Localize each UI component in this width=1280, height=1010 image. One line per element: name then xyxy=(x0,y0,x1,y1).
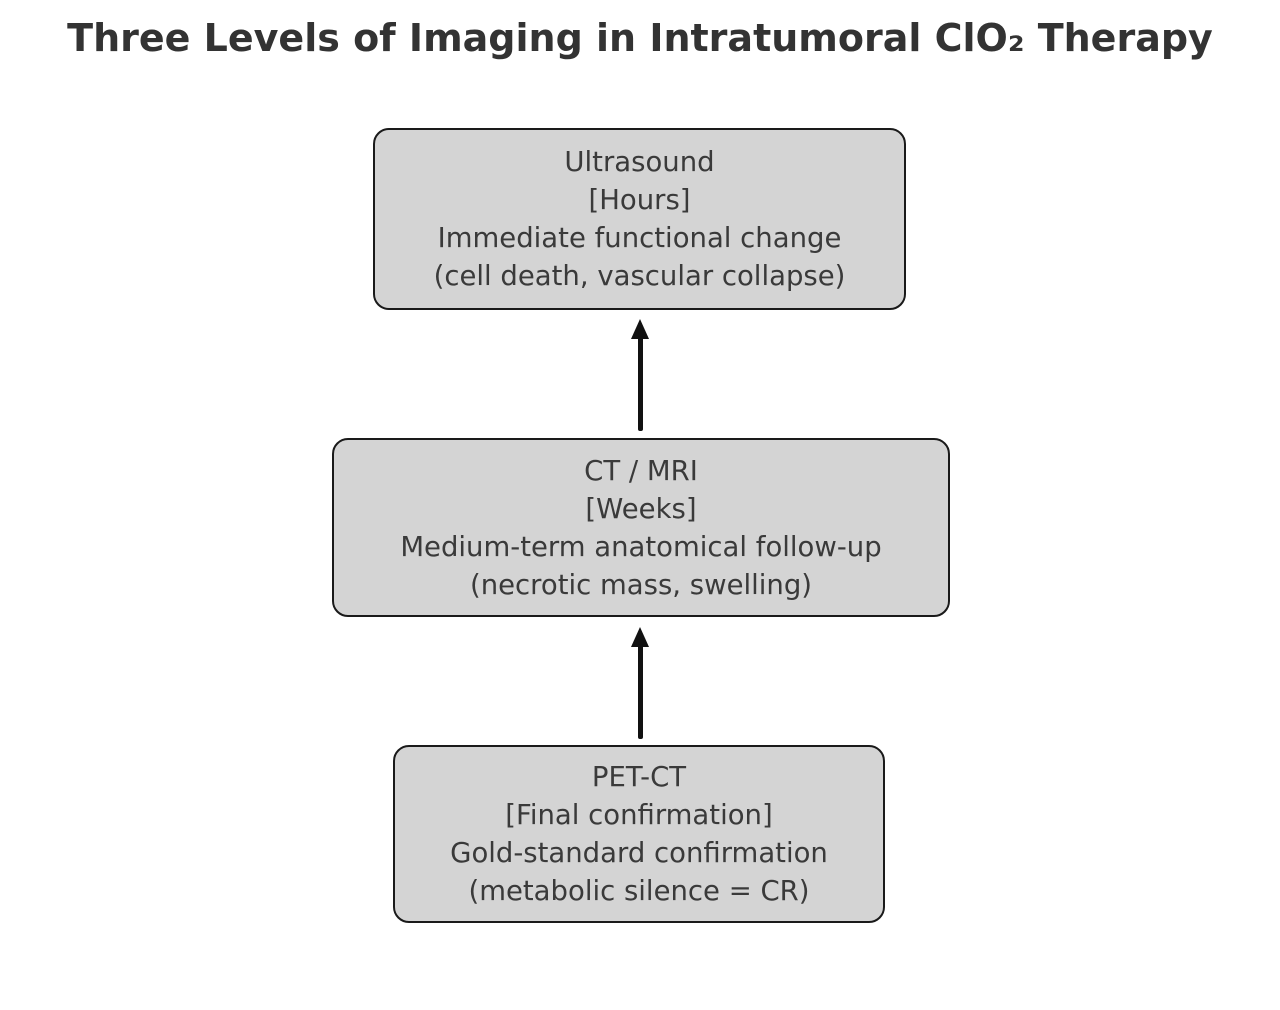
node-ultrasound-description: Immediate functional change xyxy=(437,222,842,254)
node-ct-mri-detail: (necrotic mass, swelling) xyxy=(469,568,813,601)
arrow-up-icon xyxy=(631,319,649,339)
arrow-ct-mri-to-ultrasound xyxy=(630,319,650,431)
node-ultrasound-modality: Ultrasound xyxy=(564,146,715,178)
node-pet-ct-timeframe: [Final confirmation] xyxy=(505,799,773,831)
node-pet-ct-description: Gold-standard confirmation xyxy=(450,837,828,869)
diagram-title: Three Levels of Imaging in Intratumoral … xyxy=(67,16,1213,60)
node-ultrasound-detail: (cell death, vascular collapse) xyxy=(433,260,846,292)
arrow-up-icon xyxy=(631,627,649,647)
node-ct-mri-timeframe: [Weeks] xyxy=(585,492,697,525)
node-pet-ct-detail: (metabolic silence = CR) xyxy=(468,875,810,907)
arrow-shaft xyxy=(637,644,643,739)
node-ct-mri-description: Medium-term anatomical follow-up xyxy=(400,530,882,563)
arrow-shaft xyxy=(637,336,643,431)
node-ultrasound: Ultrasound [Hours] Immediate functional … xyxy=(373,128,906,310)
arrow-pet-ct-to-ct-mri xyxy=(630,627,650,739)
node-ct-mri: CT / MRI [Weeks] Medium-term anatomical … xyxy=(332,438,950,617)
node-ultrasound-timeframe: [Hours] xyxy=(588,184,691,216)
node-ct-mri-modality: CT / MRI xyxy=(584,454,698,487)
node-pet-ct: PET-CT [Final confirmation] Gold-standar… xyxy=(393,745,885,923)
node-pet-ct-modality: PET-CT xyxy=(591,761,687,793)
